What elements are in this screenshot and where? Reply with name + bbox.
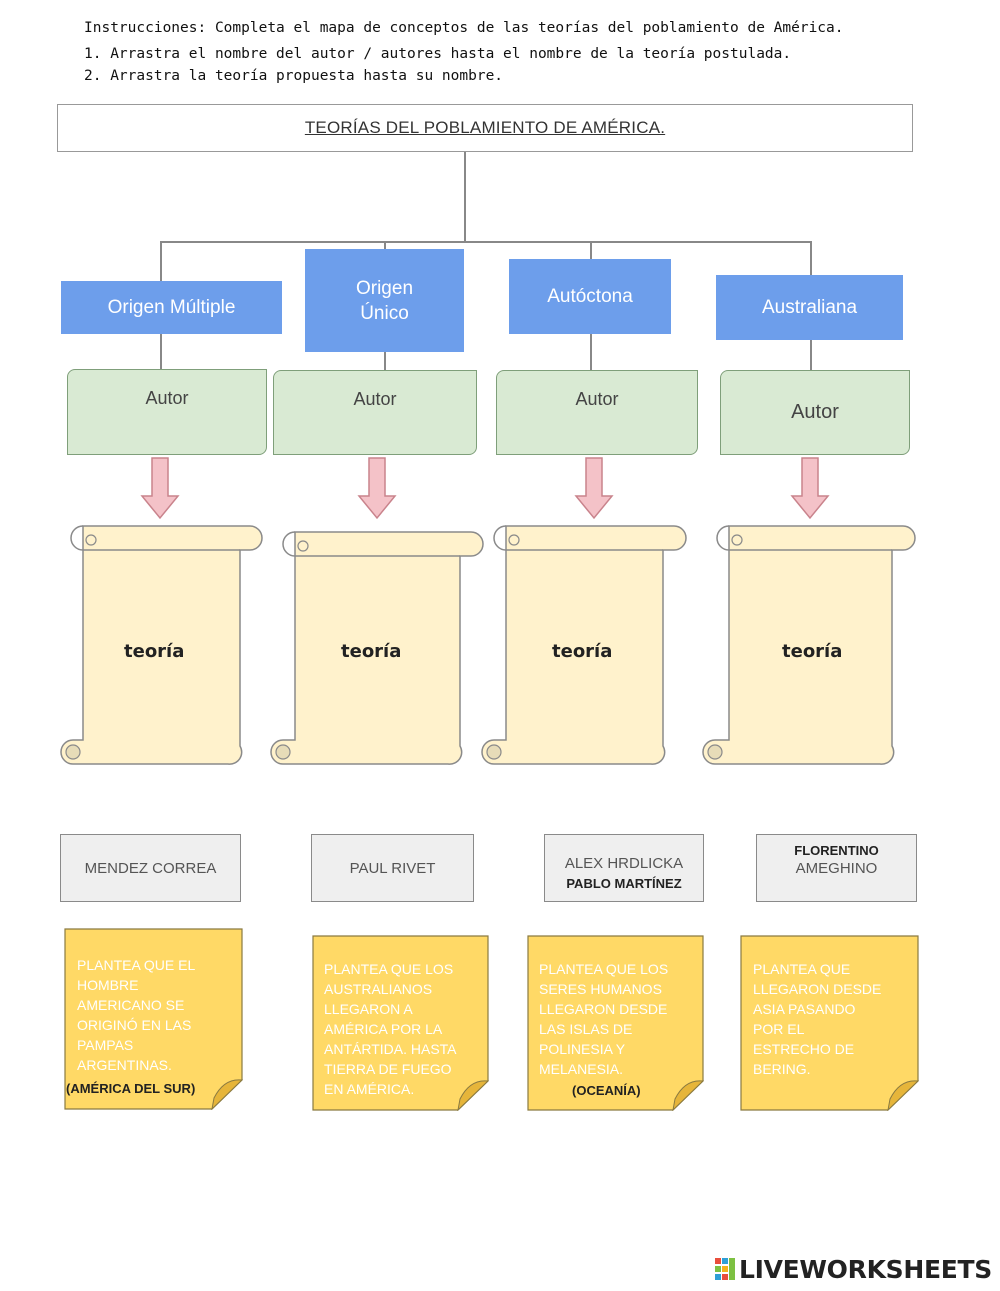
connector-drop-3	[810, 241, 812, 275]
author-name-text-2: AMEGHINO	[795, 860, 878, 877]
author-label: Autor	[145, 388, 189, 408]
theory-box-origen-unico: Origen Único	[305, 249, 464, 352]
down-arrow-icon	[140, 457, 180, 520]
scroll-label: teoría	[341, 641, 402, 662]
note-extra-0: (AMÉRICA DEL SUR)	[66, 1081, 196, 1096]
connector-author-2	[590, 334, 592, 370]
down-arrow-icon	[357, 457, 397, 520]
theory-label-line1: Autóctona	[547, 286, 633, 307]
theory-label-line1: Australiana	[761, 297, 858, 318]
scroll-label: teoría	[782, 641, 843, 662]
theory-label-line1: Origen	[355, 277, 414, 299]
author-name-text: MENDEZ CORREA	[84, 859, 217, 877]
author-label: Autor	[353, 389, 397, 409]
brand-logo: LIVEWORKSHEETS	[714, 1255, 992, 1284]
author-label: Autor	[575, 389, 619, 409]
author-dropzone-2[interactable]: Autor	[496, 370, 698, 455]
theory-scroll-dropzone-2[interactable]	[476, 518, 692, 770]
author-name-text: ALEX HRDLICKA	[564, 855, 684, 872]
theory-label-line1: Origen Múltiple	[107, 297, 236, 318]
author-dropzone-0[interactable]: Autor	[67, 369, 267, 455]
connector-drop-0	[160, 241, 162, 281]
instructions-line-2: 2. Arrastra la teoría propuesta hasta su…	[84, 68, 504, 84]
connector-drop-2	[590, 241, 592, 259]
author-dropzone-3[interactable]: Autor	[720, 370, 910, 455]
scroll-label: teoría	[552, 641, 613, 662]
author-name-draggable-2[interactable]: ALEX HRDLICKA PABLO MARTÍNEZ	[544, 834, 704, 902]
scroll-label: teoría	[124, 641, 185, 662]
author-label: Autor	[791, 401, 839, 423]
connector-author-0	[160, 334, 162, 370]
connector-drop-1	[384, 241, 386, 249]
connector-author-3	[810, 340, 812, 370]
note-text-2: PLANTEA QUE LOS SERES HUMANOS LLEGARON D…	[539, 961, 669, 1077]
note-text-3: PLANTEA QUE LLEGARON DESDE ASIA PASANDO …	[753, 961, 882, 1077]
connector-bar	[160, 241, 811, 243]
theory-box-autoctona: Autóctona	[509, 259, 671, 334]
author-name-text: PAUL RIVET	[349, 859, 436, 877]
theory-scroll-dropzone-1[interactable]	[265, 524, 489, 770]
down-arrow-icon	[790, 457, 830, 520]
theory-note-draggable-1[interactable]	[312, 935, 490, 1111]
title-box: TEORÍAS DEL POBLAMIENTO DE AMÉRICA.	[57, 104, 913, 152]
author-dropzone-1[interactable]: Autor	[273, 370, 477, 455]
theory-label-line2: Único	[360, 302, 409, 324]
author-name-draggable-1[interactable]: PAUL RIVET	[311, 834, 474, 902]
author-name-draggable-0[interactable]: MENDEZ CORREA	[60, 834, 241, 902]
diagram-title: TEORÍAS DEL POBLAMIENTO DE AMÉRICA.	[304, 118, 666, 137]
note-text-1: PLANTEA QUE LOS AUSTRALIANOS LLEGARON A …	[324, 961, 457, 1097]
note-extra-2: (OCEANÍA)	[572, 1083, 641, 1098]
instructions-line-1: 1. Arrastra el nombre del autor / autore…	[84, 46, 792, 62]
theory-note-draggable-0[interactable]	[64, 928, 244, 1110]
theory-scroll-dropzone-3[interactable]	[697, 518, 921, 770]
theory-note-draggable-3[interactable]	[740, 935, 920, 1111]
note-text-0: PLANTEA QUE EL HOMBRE AMERICANO SE ORIGI…	[77, 957, 196, 1073]
connector-trunk	[464, 152, 466, 242]
instructions-line-0: Instrucciones: Completa el mapa de conce…	[84, 20, 844, 36]
theory-box-origen-multiple: Origen Múltiple	[61, 281, 282, 334]
down-arrow-icon	[574, 457, 614, 520]
theory-scroll-dropzone-0[interactable]	[55, 518, 267, 770]
theory-box-australiana: Australiana	[716, 275, 903, 340]
connector-author-1	[384, 352, 386, 370]
liveworksheets-logo-icon	[714, 1257, 735, 1280]
author-name-draggable-3[interactable]: FLORENTINO AMEGHINO	[756, 834, 917, 902]
author-name-text: FLORENTINO	[794, 843, 879, 858]
author-name-text-2: PABLO MARTÍNEZ	[566, 876, 682, 891]
brand-text: LIVEWORKSHEETS	[738, 1255, 992, 1284]
theory-note-draggable-2[interactable]	[527, 935, 705, 1111]
